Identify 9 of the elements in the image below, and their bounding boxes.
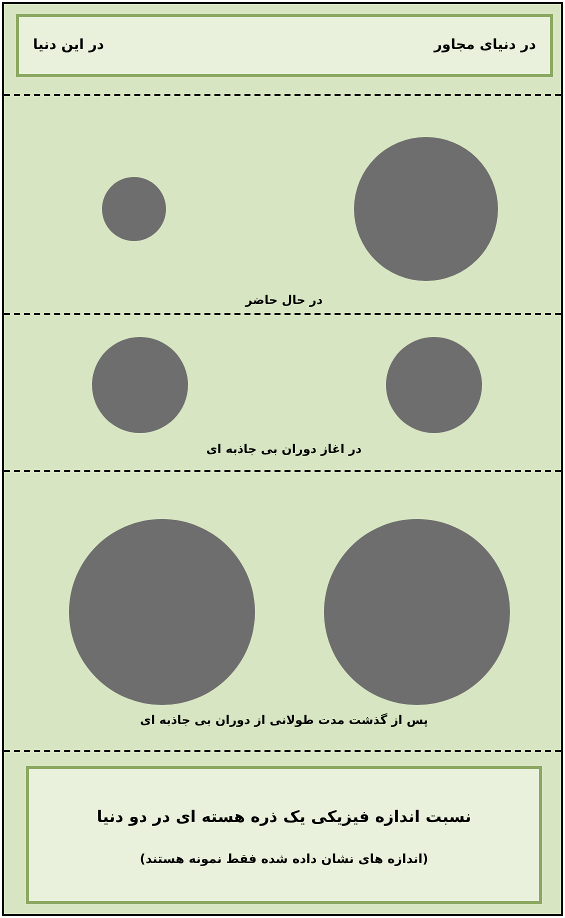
note-text: (اندازه های نشان داده شده فقط نمونه هستند) xyxy=(138,851,430,866)
caption: در اغاز دوران بی جاذبه ای xyxy=(204,442,364,456)
text-box xyxy=(16,14,553,77)
note-text: نسبت اندازه فیزیکی یک ذره هسته ای در دو دنیا xyxy=(96,807,472,826)
heading: در دنیای مجاور xyxy=(434,37,536,53)
caption: در حال حاضر xyxy=(243,293,325,307)
caption: پس از گذشت مدت طولانی از دوران بی جاذبه ای xyxy=(138,713,430,727)
text-box xyxy=(26,766,542,904)
heading: در این دنیا xyxy=(33,37,104,53)
